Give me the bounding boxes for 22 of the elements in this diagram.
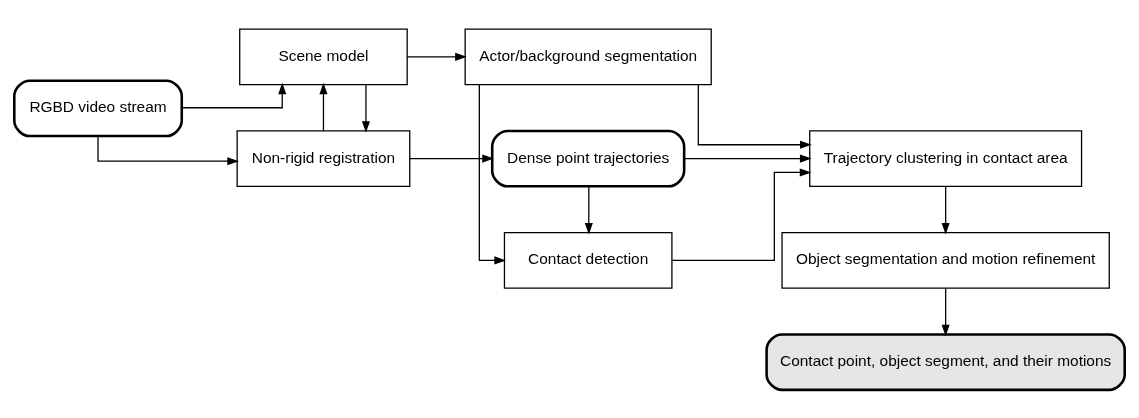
node-box: Contact detection <box>503 231 673 289</box>
arrow <box>409 154 494 163</box>
node-box: Dense point trajectories <box>490 129 686 188</box>
node-box: RGBD video stream <box>13 78 184 137</box>
arrow <box>941 287 950 336</box>
arrow <box>406 52 467 61</box>
node-box: Scene model <box>239 28 408 85</box>
arrow <box>697 83 812 149</box>
node-box: Actor/background segmentation <box>464 28 712 85</box>
arrow <box>97 135 239 165</box>
arrow <box>319 82 328 131</box>
node-box: Object segmentation and motion refinement <box>781 231 1110 289</box>
arrow <box>478 83 506 264</box>
arrow <box>941 185 950 235</box>
node-box: Non-rigid registration <box>236 129 411 187</box>
arrow <box>181 82 287 108</box>
arrow <box>361 83 371 133</box>
arrow <box>584 185 593 235</box>
node-box: Trajectory clustering in contact area <box>809 129 1083 187</box>
node-box: Contact point, object segment, and their motions <box>765 332 1126 391</box>
arrow <box>683 154 812 163</box>
arrow <box>671 167 812 261</box>
